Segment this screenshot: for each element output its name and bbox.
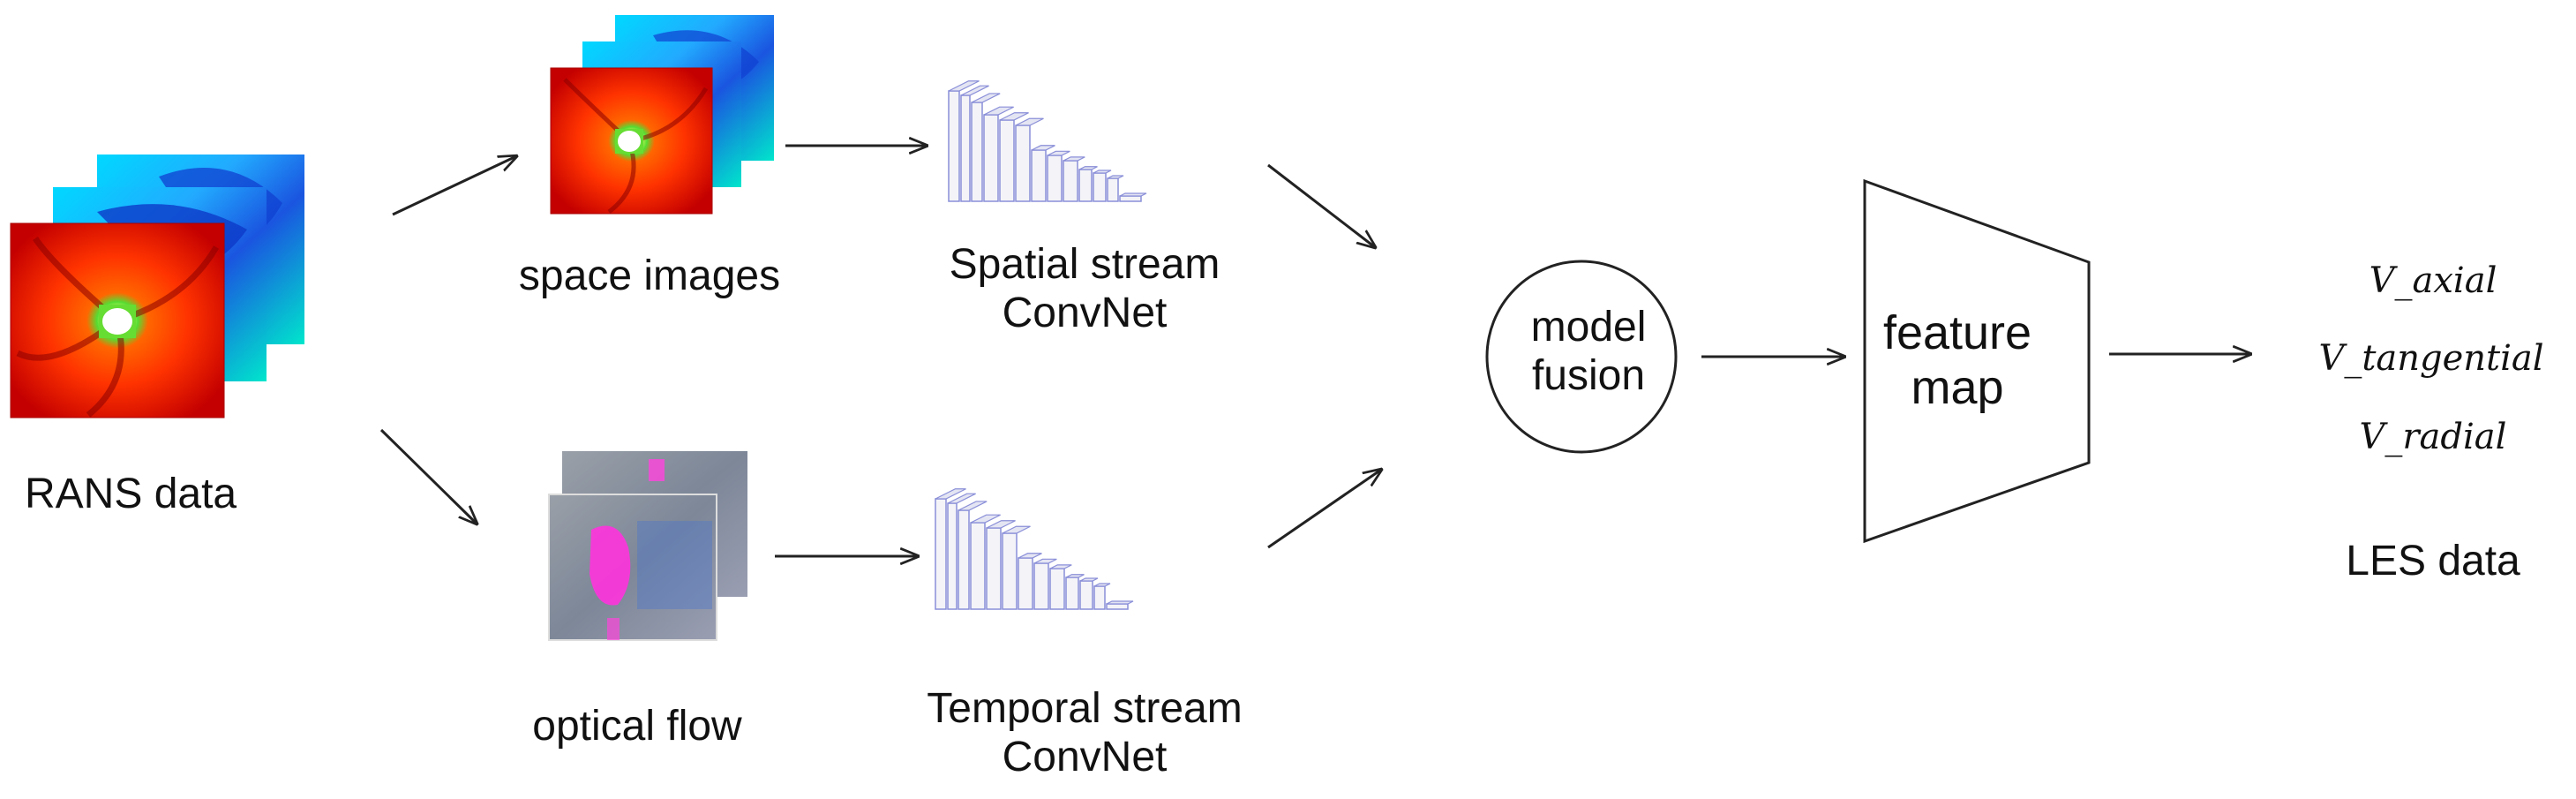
- model-fusion-line-2: fusion: [1531, 352, 1646, 400]
- spatial-cnn-layer-top-4: [999, 112, 1029, 121]
- spatial-cnn-layer-top-8: [1063, 156, 1085, 162]
- space-image-hole: [618, 131, 641, 152]
- temporal-cnn-layer-top-1: [947, 493, 976, 504]
- spatial-cnn-layer-top-7: [1047, 150, 1070, 156]
- temporal-cnn-layer-9: [1065, 577, 1079, 610]
- temporal-cnn-layer-top-7: [1033, 558, 1057, 564]
- temporal-cnn-layer-top-6: [1018, 553, 1042, 559]
- optical-flow-stack: [548, 451, 747, 641]
- temporal-cnn-layer-top-4: [986, 520, 1016, 529]
- temporal-cnn-layer-4: [986, 527, 1002, 610]
- temporal-cnn-layer-2: [958, 509, 970, 610]
- feature-map-label: feature map: [1883, 305, 2032, 415]
- spatial-cnn-layer-top-3: [983, 106, 1014, 116]
- temporal-convnet-graphic: [935, 488, 1134, 610]
- spatial-cnn-layer-0: [948, 90, 960, 202]
- rans-image-stack: [10, 155, 304, 418]
- spatial-cnn-layer-12: [1119, 195, 1142, 202]
- temporal-cnn-layer-6: [1018, 557, 1033, 610]
- temporal-cnn-layer-top-0: [935, 488, 966, 500]
- spatial-cnn-layer-4: [999, 119, 1015, 202]
- spatial-cnn-layer-top-5: [1015, 117, 1044, 126]
- spatial-cnn-layer-5: [1015, 124, 1031, 202]
- spatial-cnn-layer-top-1: [960, 85, 989, 96]
- output-v-axial: V_axial: [2369, 260, 2497, 301]
- spatial-cnn-layer-top-12: [1119, 192, 1147, 197]
- arrow-rans-to-space: [392, 156, 516, 216]
- temporal-cnn-layer-top-2: [958, 501, 988, 511]
- spatial-cnn-layer-top-0: [948, 80, 980, 92]
- spatial-cnn-layer-3: [983, 114, 999, 202]
- spatial-stream-line-2: ConvNet: [1002, 290, 1168, 337]
- arrow-rans-to-flow: [379, 428, 477, 524]
- spatial-cnn-layer-7: [1047, 155, 1063, 202]
- output-v-tangential: V_tangential: [2318, 338, 2544, 379]
- temporal-cnn-layer-3: [970, 522, 986, 610]
- output-v-radial: V_radial: [2359, 417, 2507, 457]
- spatial-cnn-layer-11: [1107, 177, 1119, 202]
- rans-image-hole: [102, 308, 132, 335]
- temporal-cnn-layer-top-11: [1093, 583, 1111, 587]
- arrows: [379, 146, 2250, 556]
- space-images-label: space images: [518, 253, 781, 299]
- flow-image-pink-blob: [590, 525, 631, 606]
- arrow-temporal-to-fusion: [1267, 470, 1381, 549]
- temporal-cnn-layer-11: [1093, 585, 1106, 610]
- les-data-label: LES data: [2346, 538, 2520, 584]
- spatial-cnn-layer-10: [1093, 172, 1107, 202]
- model-fusion-label: model fusion: [1531, 303, 1647, 400]
- feature-map-line-1: feature: [1882, 306, 2032, 359]
- temporal-cnn-layer-1: [947, 502, 958, 610]
- rans-data-label: RANS data: [25, 471, 237, 517]
- optical-flow-label: optical flow: [532, 703, 742, 750]
- temporal-cnn-layer-0: [935, 498, 947, 610]
- spatial-cnn-layer-top-6: [1031, 145, 1055, 151]
- spatial-cnn-layer-9: [1078, 169, 1093, 202]
- spatial-cnn-layer-top-11: [1107, 175, 1124, 179]
- spatial-stream-line-1: Spatial stream: [949, 241, 1220, 288]
- temporal-cnn-layer-top-5: [1002, 525, 1031, 534]
- spatial-cnn-layer-2: [971, 102, 983, 202]
- temporal-cnn-layer-12: [1106, 603, 1129, 610]
- flow-image-pink-streak: [607, 618, 620, 640]
- feature-map-line-2: map: [1911, 361, 2004, 415]
- temporal-cnn-layer-top-8: [1049, 564, 1072, 569]
- spatial-cnn-layer-top-2: [971, 93, 1001, 103]
- temporal-cnn-layer-top-9: [1065, 574, 1085, 578]
- temporal-cnn-layer-7: [1033, 562, 1049, 610]
- spatial-convnet-graphic: [948, 80, 1147, 202]
- spatial-stream-label: Spatial stream ConvNet: [950, 240, 1220, 337]
- temporal-stream-line-1: Temporal stream: [927, 685, 1243, 732]
- feature-map-trapezoid: [1863, 178, 2091, 544]
- temporal-cnn-layer-5: [1002, 532, 1018, 610]
- space-images-stack: [550, 15, 774, 215]
- model-fusion-line-1: model: [1530, 304, 1647, 351]
- temporal-cnn-layer-top-10: [1079, 577, 1099, 582]
- flow-image-front: [548, 494, 717, 641]
- temporal-stream-line-2: ConvNet: [1002, 734, 1168, 781]
- temporal-cnn-layer-8: [1049, 568, 1065, 610]
- flow-image-back-pink: [649, 459, 665, 481]
- model-fusion-ellipse: [1485, 260, 1678, 454]
- spatial-cnn-layer-top-9: [1078, 166, 1098, 170]
- temporal-cnn-layer-10: [1079, 580, 1093, 610]
- spatial-cnn-layer-1: [960, 94, 971, 202]
- temporal-cnn-layer-top-12: [1106, 600, 1134, 605]
- arrow-spatial-to-fusion: [1267, 163, 1375, 247]
- spatial-cnn-layer-top-10: [1093, 170, 1112, 174]
- temporal-stream-label: Temporal stream ConvNet: [927, 684, 1242, 781]
- spatial-cnn-layer-6: [1031, 149, 1047, 202]
- spatial-cnn-layer-8: [1063, 160, 1078, 202]
- temporal-cnn-layer-top-3: [970, 514, 1001, 524]
- flow-image-blue-region: [637, 521, 712, 609]
